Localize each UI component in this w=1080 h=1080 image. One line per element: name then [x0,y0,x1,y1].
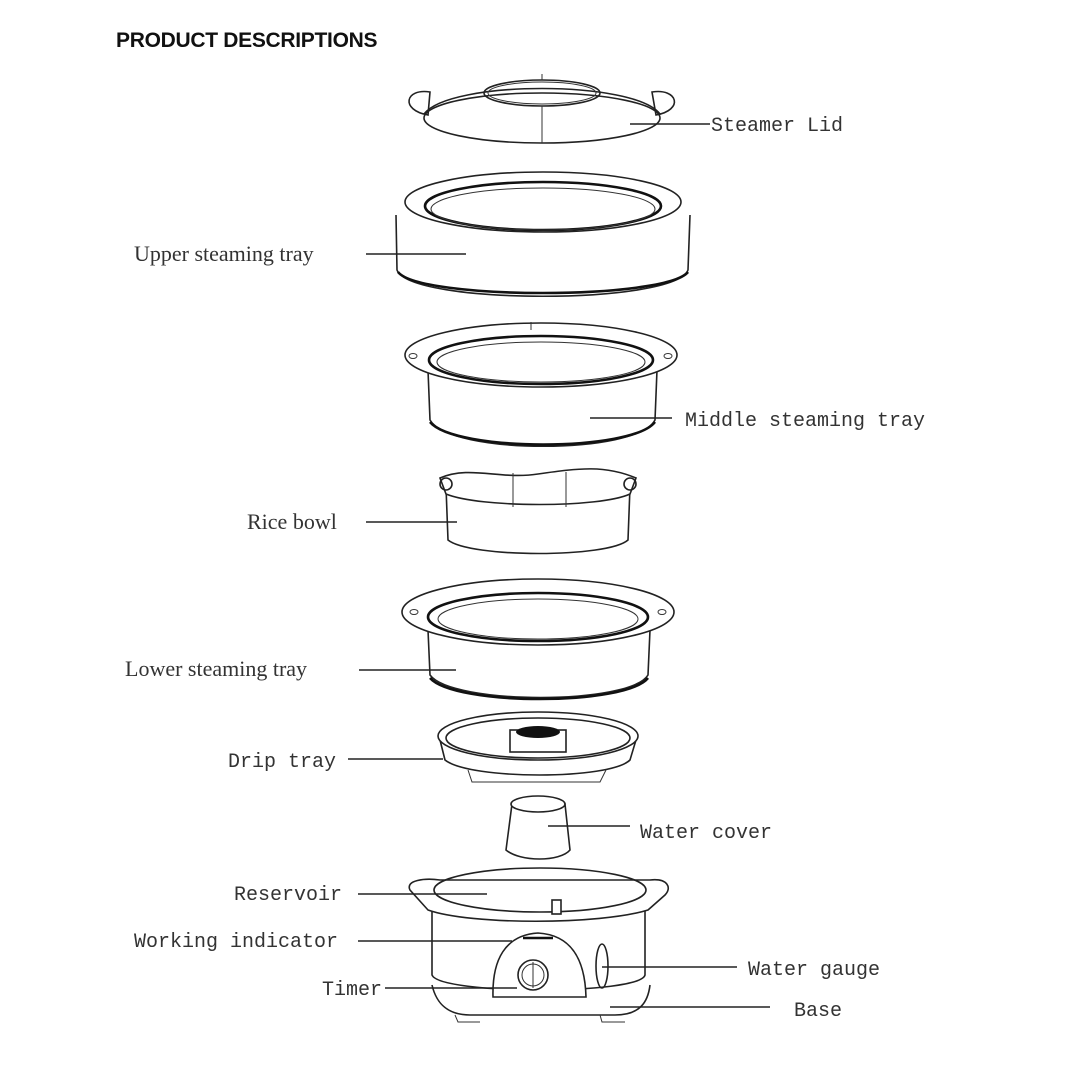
label-base: Base [794,1000,842,1023]
upper-tray-drawing [395,171,691,297]
label-steamer-lid: Steamer Lid [711,115,843,138]
label-working-indicator: Working indicator [134,931,338,954]
lower-tray-drawing [401,578,675,701]
drip-tray-drawing [437,711,639,783]
label-drip-tray: Drip tray [228,751,336,774]
water-cover-drawing [505,795,571,860]
label-middle-steaming-tray: Middle steaming tray [685,410,925,433]
base-unit-drawing [408,867,669,1023]
label-water-gauge: Water gauge [748,959,880,982]
steamer-lid-drawing [408,74,676,144]
label-water-cover: Water cover [640,822,772,845]
page-title: PRODUCT DESCRIPTIONS [116,29,378,52]
label-upper-steaming-tray: Upper steaming tray [134,241,314,266]
middle-tray-drawing [404,322,678,447]
label-rice-bowl: Rice bowl [247,509,337,534]
rice-bowl-drawing [438,468,638,555]
label-reservoir: Reservoir [234,884,342,907]
label-lower-steaming-tray: Lower steaming tray [125,656,307,681]
label-timer: Timer [322,979,382,1002]
